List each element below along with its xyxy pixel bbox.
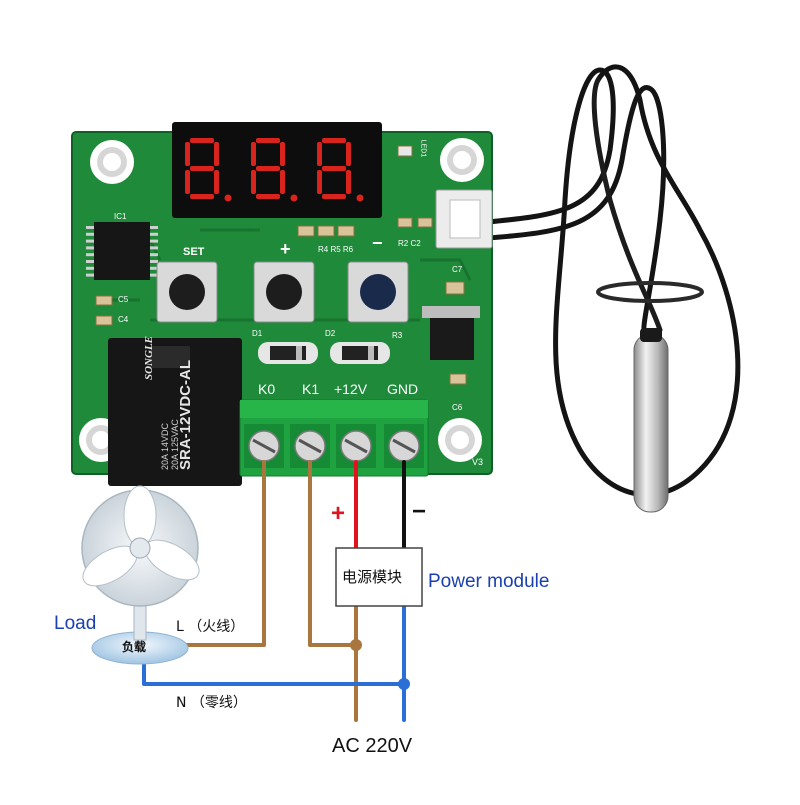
silk-ic1: IC1 xyxy=(114,212,127,221)
silk-r3: R3 xyxy=(392,331,403,340)
terminal-gnd-label: GND xyxy=(387,381,419,397)
wiring xyxy=(142,460,410,722)
silk-r2c2: R2 C2 xyxy=(398,239,421,248)
power-module-en-label: Power module xyxy=(428,571,550,592)
seven-segment-digit xyxy=(251,138,298,202)
load-cn-label: 负载 xyxy=(122,640,147,654)
temperature-probe-icon xyxy=(485,64,741,513)
silk-plus-label: + xyxy=(280,239,291,259)
positive-sign: + xyxy=(331,500,346,527)
voltage-regulator xyxy=(430,316,474,360)
power-module-box xyxy=(335,547,423,607)
plus-button-body xyxy=(253,261,315,323)
silk-minus-label: − xyxy=(372,233,383,253)
terminal-k0-label: K0 xyxy=(258,381,276,397)
silk-led1: LED1 xyxy=(419,139,427,158)
silk-r4r5r6: R4 R5 R6 xyxy=(318,245,354,254)
set-button-body xyxy=(156,261,218,323)
relay-rating-2: 20A 125VAC xyxy=(170,419,180,470)
decimal-point xyxy=(224,194,232,202)
fan-icon xyxy=(81,485,200,665)
silk-d2: D2 xyxy=(325,329,336,338)
seven-segment-digit xyxy=(317,138,364,202)
silk-c5: C5 xyxy=(118,295,129,304)
relay-rating-1: 20A 14VDC xyxy=(160,422,170,470)
seven-segment-digit xyxy=(185,138,232,202)
screw-terminal-icon xyxy=(239,399,429,477)
silk-c6: C6 xyxy=(452,403,463,412)
terminal-screw xyxy=(336,424,376,468)
silk-c7: C7 xyxy=(452,265,463,274)
negative-sign: − xyxy=(412,498,427,525)
silk-set-label: SET xyxy=(183,246,205,258)
terminal-screw xyxy=(384,424,424,468)
junction-dot xyxy=(350,639,362,651)
sensor-connector xyxy=(435,189,493,249)
minus-button-body xyxy=(347,261,409,323)
relay-model-text: SRA-12VDC-AL xyxy=(177,360,194,470)
relay-brand-text: SONGLE xyxy=(143,336,155,380)
decimal-point xyxy=(356,194,364,202)
load-en-label: Load xyxy=(54,613,97,634)
junction-dot xyxy=(398,678,410,690)
terminal-12v-label: +12V xyxy=(334,381,368,397)
power-module-cn-label: 电源模块 xyxy=(342,568,403,586)
decimal-point xyxy=(290,194,298,202)
ic-chip xyxy=(86,222,158,280)
silk-c4: C4 xyxy=(118,315,129,324)
terminal-k1-label: K1 xyxy=(302,381,320,397)
silk-d1: D1 xyxy=(252,329,263,338)
terminal-screw xyxy=(244,424,284,468)
pcb-board: SRA-12VDC-AL 20A 14VDC 20A 125VAC SONGLE xyxy=(71,122,493,486)
ac-220v-label: AC 220V xyxy=(332,735,413,757)
live-wire-label: L （火线） xyxy=(176,619,245,635)
neutral-wire-label: N （零线） xyxy=(176,695,247,711)
board-version-label: V3 xyxy=(472,457,484,467)
relay-icon: SRA-12VDC-AL 20A 14VDC 20A 125VAC SONGLE xyxy=(108,336,242,486)
led-display-icon xyxy=(172,122,382,218)
diode xyxy=(258,342,390,364)
